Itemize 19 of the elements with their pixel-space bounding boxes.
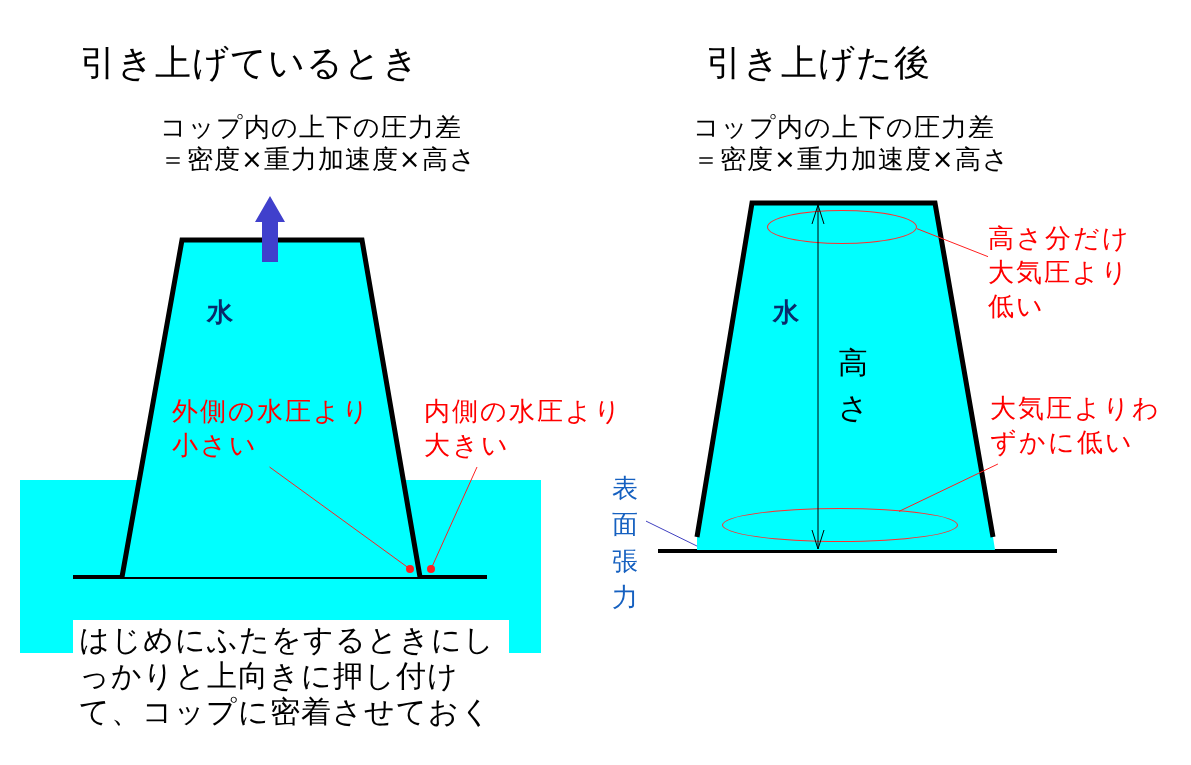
height-label: 高さ — [838, 344, 870, 427]
leader-line — [916, 228, 989, 258]
formula-text: コップ内の上下の圧力差 — [160, 111, 463, 144]
heading: 引き上げているとき — [80, 41, 421, 85]
callout-text: 外側の水圧より小さい — [172, 395, 384, 467]
callout-text: 高さ分だけ大気圧より低い — [988, 222, 1148, 327]
heading: 引き上げた後 — [706, 41, 932, 85]
callout-text: 大気圧よりわずかに低い — [990, 392, 1188, 464]
water-label: 水 — [207, 296, 233, 329]
formula-text: ＝密度×重力加速度×高さ — [693, 143, 1011, 176]
leader-line — [645, 520, 698, 547]
water-label: 水 — [773, 296, 799, 329]
callout-text: 表面張力 — [612, 470, 646, 616]
formula-text: ＝密度×重力加速度×高さ — [160, 143, 478, 176]
formula-text: コップ内の上下の圧力差 — [693, 111, 996, 144]
leader-line — [898, 463, 999, 512]
point-dot — [427, 565, 435, 573]
point-dot — [406, 565, 414, 573]
callout-text: 内側の水圧より大きい — [424, 395, 636, 467]
